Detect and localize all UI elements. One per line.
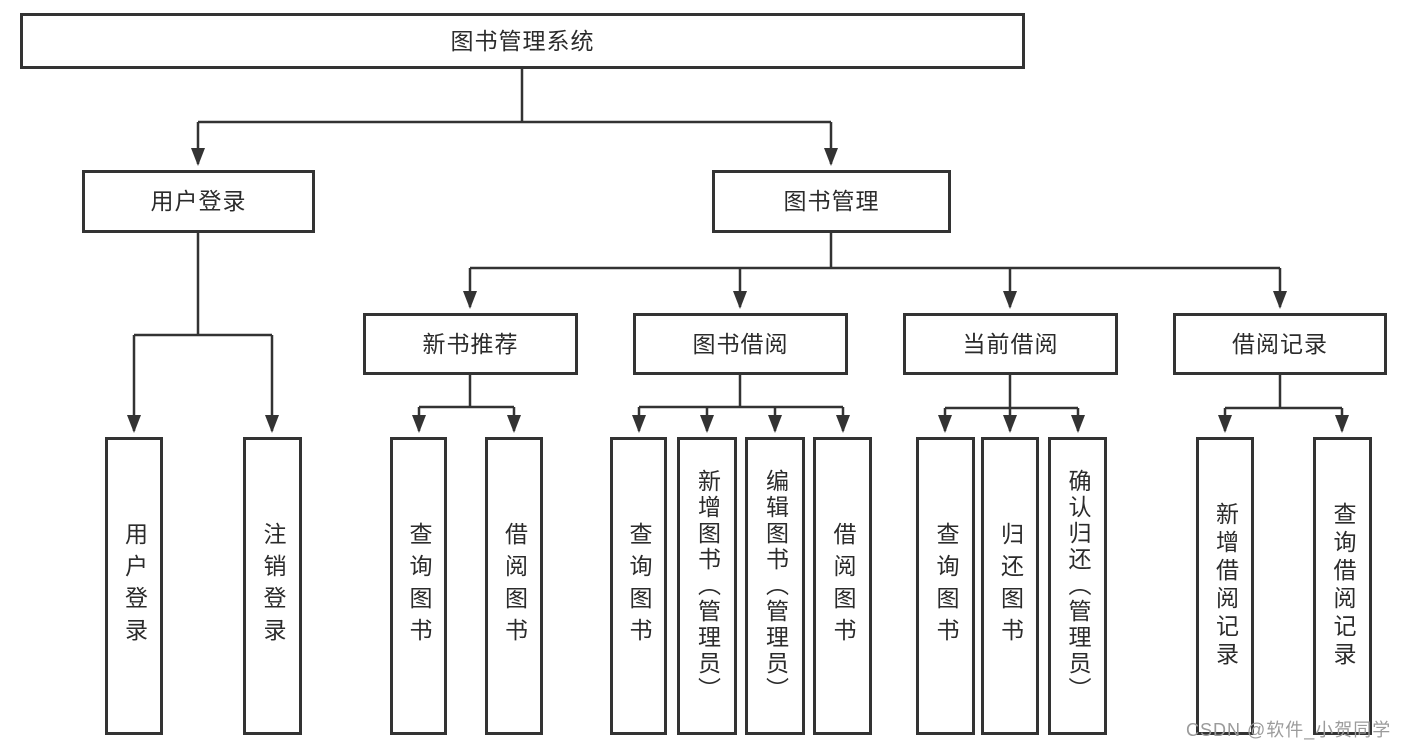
node-borrow-records: 借阅记录 <box>1173 313 1387 375</box>
leaf-borrow-books-borrowing: 借阅图书 <box>813 437 872 735</box>
leaf-query-books-current: 查询图书 <box>916 437 975 735</box>
node-new-book-recommend: 新书推荐 <box>363 313 578 375</box>
leaf-edit-books-admin: 编辑图书（管理员） <box>745 437 805 735</box>
node-book-borrowing: 图书借阅 <box>633 313 848 375</box>
node-user-login: 用户登录 <box>82 170 315 233</box>
leaf-query-books-recommend: 查询图书 <box>390 437 447 735</box>
leaf-confirm-return-admin: 确认归还（管理员） <box>1048 437 1107 735</box>
leaf-logout: 注销登录 <box>243 437 302 735</box>
node-book-management: 图书管理 <box>712 170 951 233</box>
leaf-query-borrow-record: 查询借阅记录 <box>1313 437 1372 735</box>
leaf-user-login: 用户登录 <box>105 437 163 735</box>
leaf-add-borrow-record: 新增借阅记录 <box>1196 437 1254 735</box>
node-current-borrowing: 当前借阅 <box>903 313 1118 375</box>
leaf-add-books-admin: 新增图书（管理员） <box>677 437 737 735</box>
csdn-watermark: CSDN @软件_小贺同学 <box>1186 720 1392 740</box>
leaf-return-books: 归还图书 <box>981 437 1039 735</box>
node-root-system: 图书管理系统 <box>20 13 1025 69</box>
leaf-borrow-books-recommend: 借阅图书 <box>485 437 543 735</box>
leaf-query-books-borrowing: 查询图书 <box>610 437 667 735</box>
